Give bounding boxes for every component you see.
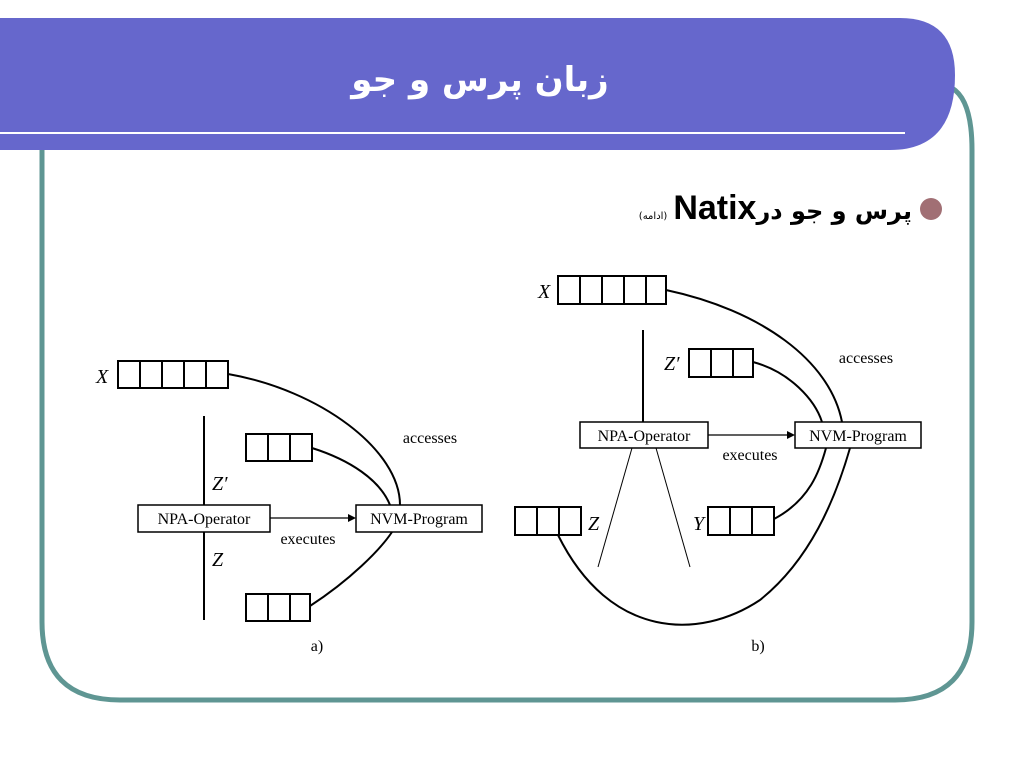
- bullet-text: پرس و جو درNatix (ادامه): [639, 186, 912, 239]
- bullet-note: (ادامه): [638, 211, 668, 222]
- diagram-a-var-z: Z: [212, 549, 224, 571]
- diagram-b-array-z: [514, 506, 582, 536]
- bullet-dot: [920, 198, 942, 220]
- diagram-a-operator-label: NPA-Operator: [158, 511, 251, 528]
- diagram-a-array-z: [245, 593, 311, 622]
- diagram-b-accesses-label: accesses: [839, 350, 893, 367]
- diagram-a-executes-label: executes: [280, 531, 335, 548]
- diagram-b-program-label: NVM-Program: [809, 428, 907, 445]
- content-border: [39, 85, 975, 703]
- diagram-b-var-x: X: [537, 281, 551, 303]
- diagram-a-var-x: X: [95, 366, 109, 388]
- diagram-b-array-y: [707, 506, 775, 536]
- diagram-a-array-zprime: [245, 433, 313, 462]
- header-band: [0, 18, 955, 150]
- diagram-b-caption: b): [751, 638, 764, 655]
- diagram-b-access-curves: [557, 289, 851, 626]
- diagram-b-array-x: [557, 275, 667, 305]
- diagram-a-operator-box: [137, 504, 271, 533]
- diagram-b-operator-box: [579, 421, 709, 449]
- diagram-a-program-label: NVM-Program: [370, 511, 468, 528]
- diagram-b-array-zprime: [688, 348, 754, 378]
- bullet-keyword: Natix: [673, 189, 757, 227]
- diagram-a-access-curves: [227, 373, 401, 607]
- diagram-a-var-zprime: Z′: [212, 473, 228, 495]
- diagram-b-executes-label: executes: [722, 447, 777, 464]
- diagram-b-var-y: Y: [693, 513, 706, 535]
- diagram-a-accesses-label: accesses: [403, 430, 457, 447]
- diagram-b-operator-label: NPA-Operator: [598, 428, 691, 445]
- diagram-b-var-zprime: Z′: [664, 353, 680, 375]
- bullet-phrase: پرس و جو در: [756, 197, 912, 225]
- diagram-b-program-box: [794, 421, 922, 449]
- slide-title: زبان پرس و جو: [351, 60, 609, 100]
- diagram-a-caption: a): [311, 638, 323, 655]
- diagram-b-var-z: Z: [588, 513, 600, 535]
- diagram-b-fan-lines: [597, 447, 691, 568]
- diagram-a-program-box: [355, 504, 483, 533]
